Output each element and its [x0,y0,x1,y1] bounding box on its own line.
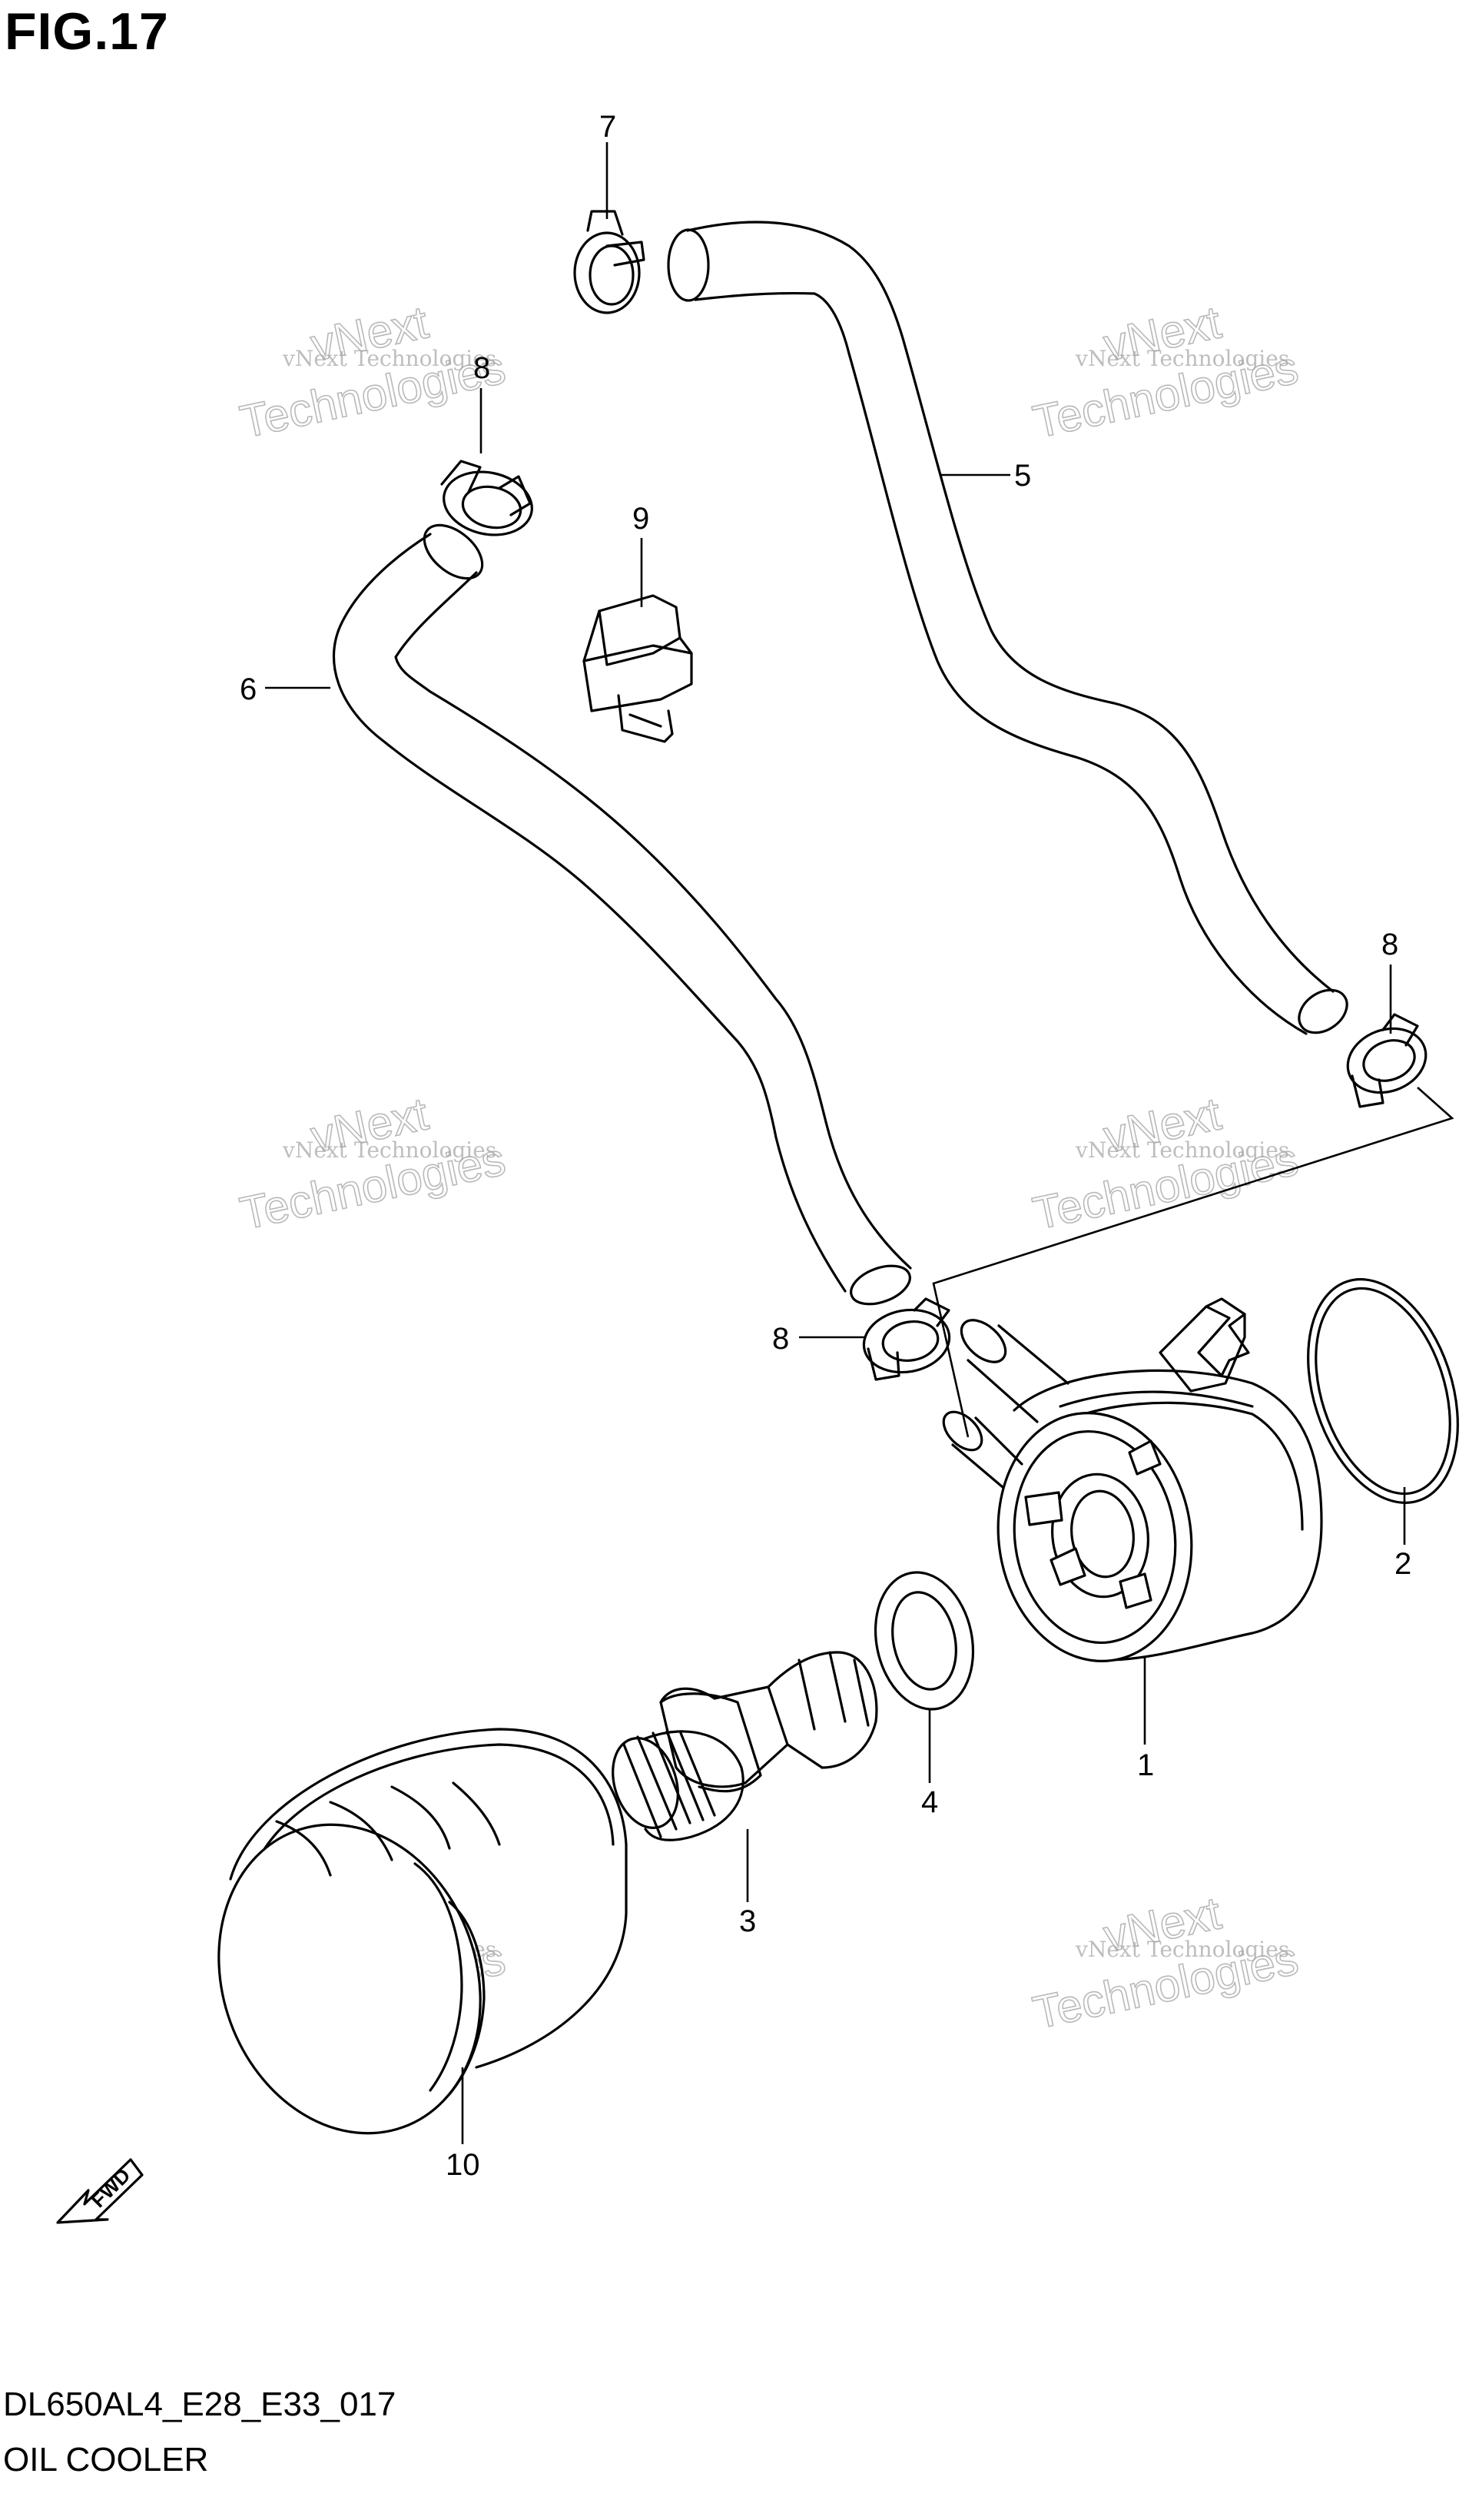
callout-8-lower: 8 [772,1322,789,1356]
part-4-gasket [874,1571,975,1711]
part-8-hose-clamp-right [1346,1013,1428,1108]
callout-8-right: 8 [1381,928,1398,961]
part-2-o-ring [1307,1278,1459,1504]
watermark-middle-right: vNext Technologies vNext Technologies [1028,1087,1303,1240]
watermark-middle-left: vNext Technologies vNext Technologies [235,1087,510,1240]
part-3-union-bolt [612,1651,878,1841]
svg-text:vNext Technologies: vNext Technologies [1075,1937,1289,1962]
callout-3: 3 [739,1904,756,1938]
watermark-top-right: vNext Technologies vNext Technologies [1028,295,1303,448]
callout-6: 6 [240,672,257,706]
svg-text:vNext Technologies: vNext Technologies [1075,1137,1289,1163]
fwd-arrow-icon: FWD [56,2158,144,2224]
callout-8-upper-left: 8 [473,351,490,385]
part-10-oil-filter [217,1728,628,2135]
callout-7: 7 [599,110,616,144]
part-7-hose-clamp [573,210,645,314]
svg-text:vNext Technologies: vNext Technologies [282,346,496,371]
svg-text:vNext Technologies: vNext Technologies [282,1137,496,1163]
watermark-top-left: vNext Technologies vNext Technologies [235,295,510,448]
figure-code: DL650AL4_E28_E33_017 [3,2386,396,2423]
callout-9: 9 [632,502,649,536]
part-6-hose [332,523,912,1306]
watermark-bottom-right: vNext Technologies vNext Technologies [1028,1886,1303,2039]
svg-text:vNext Technologies: vNext Technologies [1075,346,1289,371]
part-1-oil-cooler [942,1297,1323,1662]
callout-5: 5 [1014,459,1031,493]
figure-title: FIG.17 [5,2,169,61]
callout-4: 4 [921,1785,938,1819]
figure-name: OIL COOLER [3,2441,209,2478]
part-5-hose [667,221,1348,1035]
part-8-hose-clamp-upper-left [440,460,533,536]
leader-lines [265,142,1454,2144]
callout-1: 1 [1137,1748,1154,1782]
callout-2: 2 [1394,1547,1411,1581]
part-9-hose-bracket [582,594,693,743]
callout-10: 10 [446,2148,480,2182]
